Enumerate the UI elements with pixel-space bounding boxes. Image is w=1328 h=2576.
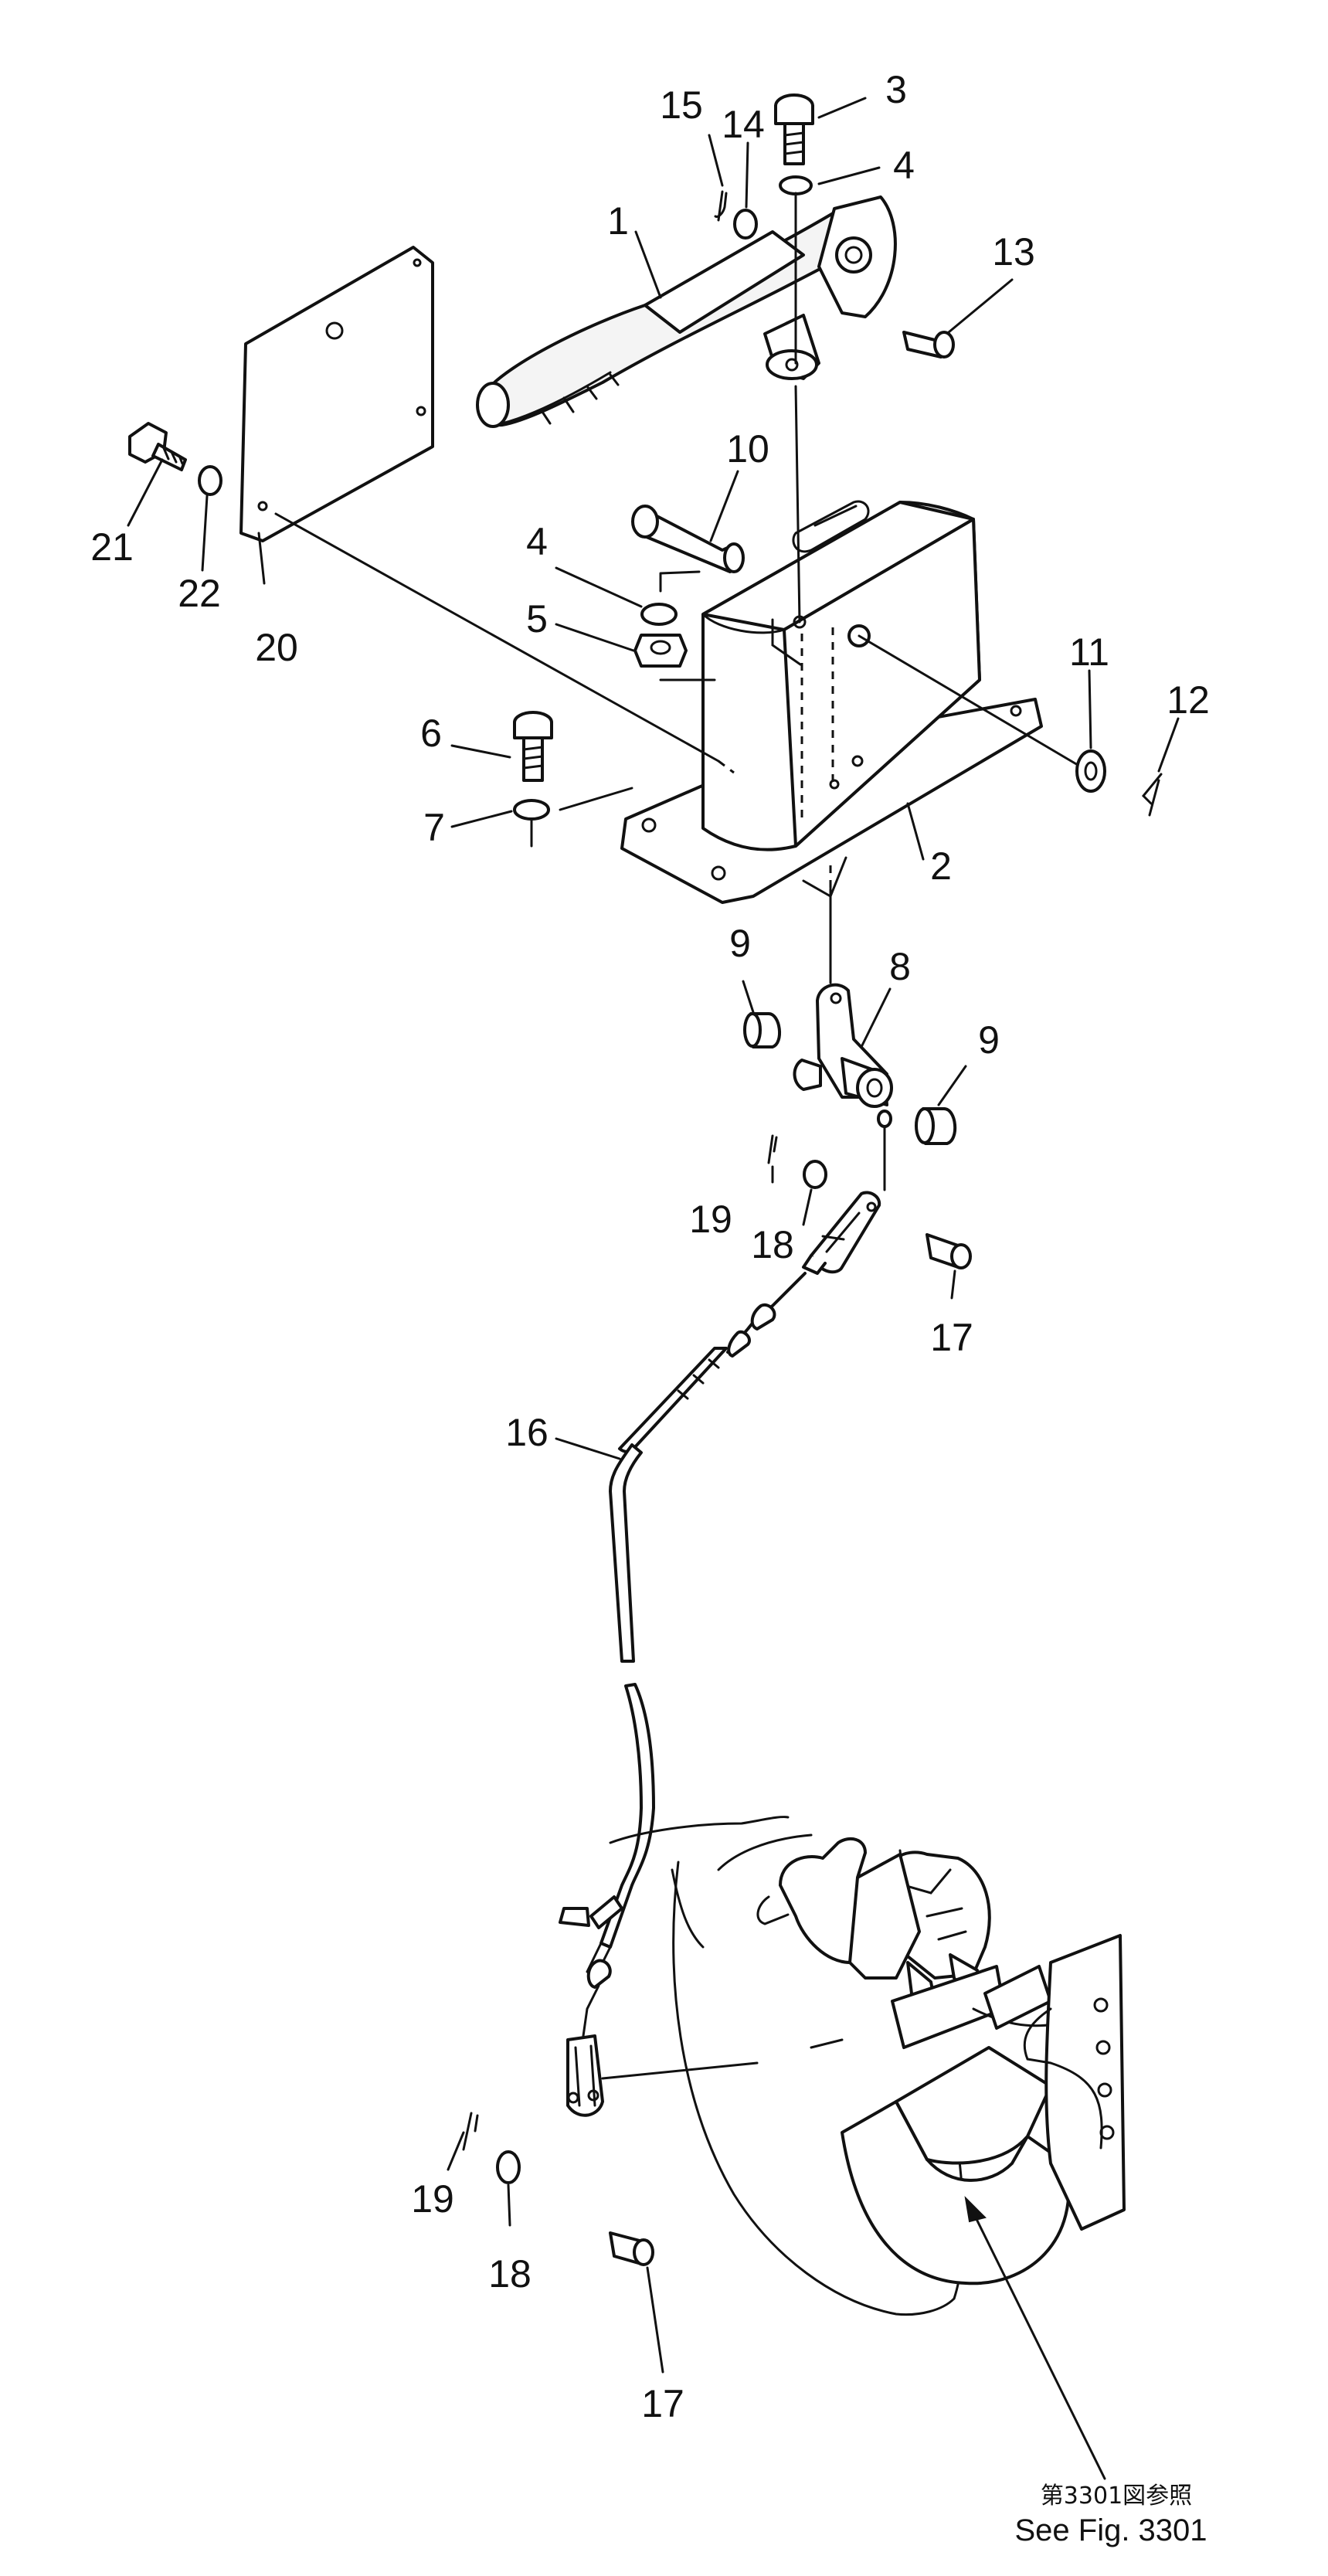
cotter-pin-19-lower (462, 2112, 479, 2151)
callout-15: 15 (660, 83, 703, 127)
washer-22 (198, 465, 222, 496)
bolt-21 (128, 422, 187, 471)
callout-9-right: 9 (978, 1018, 1000, 1062)
callout-11: 11 (1069, 630, 1109, 674)
nut-5 (633, 634, 688, 668)
callout-21: 21 (90, 525, 134, 569)
transmission-brake-assembly (609, 1816, 1126, 2316)
washer-11 (1075, 749, 1106, 793)
reference-en: See Fig. 3301 (1014, 2513, 1207, 2547)
callout-2: 2 (930, 845, 952, 888)
clevis-upper (802, 1191, 881, 1275)
callout-17-lower: 17 (641, 2382, 684, 2425)
callout-20: 20 (255, 626, 298, 669)
callout-17-upper: 17 (930, 1316, 973, 1359)
mounting-plate-20 (239, 246, 434, 542)
pin-13 (902, 331, 955, 359)
callout-16: 16 (505, 1411, 549, 1454)
callout-18-lower: 18 (488, 2252, 532, 2296)
pin-17-upper (926, 1233, 972, 1269)
washer-4-middle (640, 603, 678, 626)
bolt-3 (774, 93, 814, 165)
callout-19-lower: 19 (411, 2177, 454, 2221)
callout-14: 14 (722, 103, 765, 146)
cotter-pin-19-upper (767, 1134, 778, 1164)
callout-labels: 1 2 3 4 4 5 6 7 8 9 9 10 11 12 13 14 15 … (90, 68, 1210, 2425)
callout-5: 5 (526, 597, 548, 641)
callout-9-left: 9 (729, 922, 751, 965)
bushing-9-right (915, 1107, 957, 1145)
washer-14 (733, 209, 758, 240)
hand-lever-1 (476, 195, 897, 428)
bolt-6 (513, 711, 553, 782)
pin-10 (631, 505, 745, 573)
washer-18-lower (496, 2150, 521, 2184)
leader-lines (127, 97, 1180, 2480)
callout-4-top: 4 (893, 144, 915, 187)
washer-4-top (779, 175, 813, 195)
bracket-housing-2 (620, 500, 1043, 904)
callout-12: 12 (1167, 678, 1210, 722)
figure-reference-note: 第3301図参照 See Fig. 3301 (1014, 2483, 1207, 2547)
callout-22: 22 (178, 572, 221, 615)
callout-3: 3 (885, 68, 907, 111)
pin-17-lower (609, 2231, 654, 2266)
cotter-pin-15 (714, 190, 728, 222)
callout-13: 13 (992, 230, 1035, 274)
clevis-lower (566, 2034, 604, 2117)
callout-19-upper: 19 (689, 1198, 732, 1241)
callout-4-middle: 4 (526, 520, 548, 563)
bushing-9-left (743, 1012, 782, 1048)
washer-18-upper (803, 1160, 827, 1189)
callout-8: 8 (889, 945, 911, 988)
callout-10: 10 (726, 427, 769, 471)
callout-6: 6 (420, 712, 442, 755)
cotter-pin-12 (1141, 773, 1163, 817)
reference-jp: 第3301図参照 (1041, 2483, 1192, 2510)
callout-1: 1 (607, 199, 629, 243)
lever-arm-8 (793, 983, 893, 1128)
callout-7: 7 (423, 806, 445, 849)
callout-18-upper: 18 (751, 1223, 794, 1266)
washer-7 (513, 799, 550, 821)
control-cable-16 (559, 1272, 807, 2037)
